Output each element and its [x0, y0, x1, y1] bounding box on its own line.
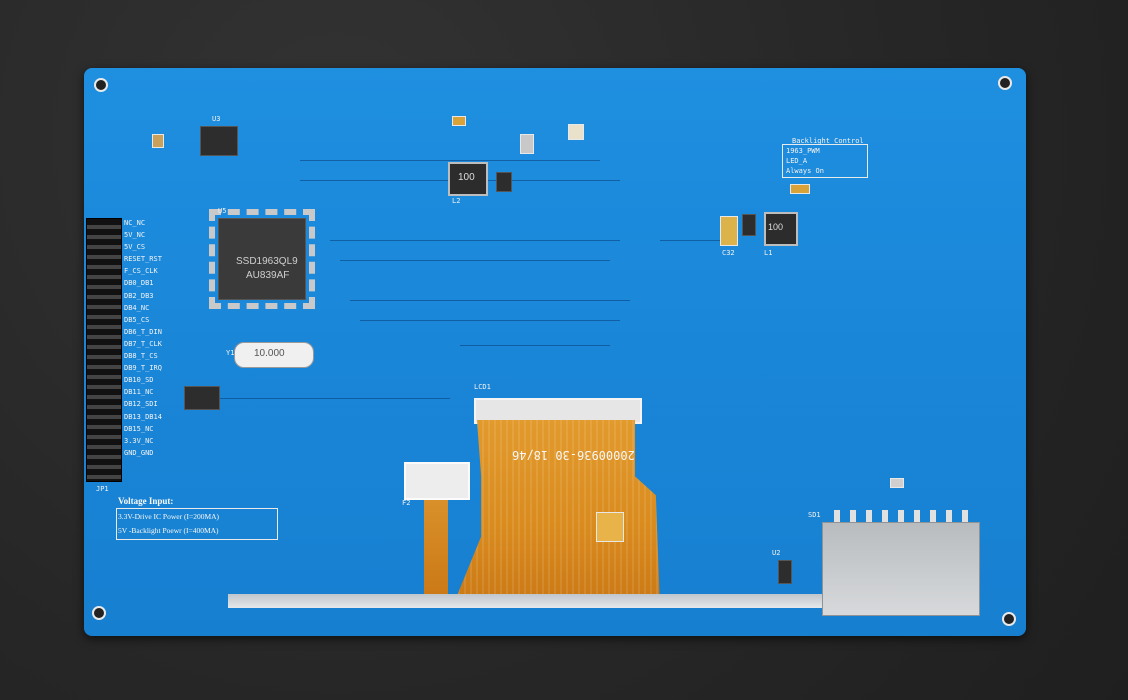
trace	[660, 240, 730, 241]
trimmer	[568, 124, 584, 140]
backlight-option-always-on: Always On	[786, 167, 824, 175]
trace	[360, 320, 620, 321]
voltage-line-5v: 5V -Backlight Poewr (I=400MA)	[118, 526, 219, 535]
inductor-l2-value: 100	[458, 172, 475, 183]
flex-cable-marking: 20000936-30 18/46	[512, 448, 635, 462]
label-l1: L1	[764, 249, 773, 257]
pin-label: DB10_SD	[124, 376, 154, 385]
regulator-u3	[200, 126, 238, 156]
diode-d1	[742, 214, 756, 236]
inductor-l1-value: 100	[768, 222, 784, 232]
label-c32: C32	[722, 249, 735, 257]
capacitor	[790, 184, 810, 194]
buffer-ic	[184, 386, 220, 410]
touch-connector	[404, 462, 470, 500]
pin-label: DB6_T_DIN	[124, 327, 162, 336]
backlight-option-led-a: LED_A	[786, 157, 808, 165]
pin-label: DB2_DB3	[124, 291, 154, 300]
sd-slot-pins	[834, 510, 970, 524]
power-ic	[496, 172, 512, 192]
trace	[220, 398, 450, 399]
label-u3: U3	[212, 115, 221, 123]
backlight-option-pwm: 1963_PWM	[786, 147, 820, 155]
pin-label: DB12_SDI	[124, 400, 158, 409]
pin-label: DB8_T_CS	[124, 352, 158, 361]
pin-label: 3.3V_NC	[124, 436, 154, 445]
voltage-input-title: Voltage Input:	[118, 496, 174, 506]
pin-label: DB7_T_CLK	[124, 339, 162, 348]
backlight-control-box	[782, 144, 868, 178]
label-jp1: JP1	[96, 485, 109, 493]
label-u2: U2	[772, 549, 781, 557]
mounting-hole-bottom-left	[92, 606, 106, 620]
diode	[520, 134, 534, 154]
chip-part-number: SSD1963QL9	[236, 256, 298, 267]
pin-label: DB15_NC	[124, 424, 154, 433]
pin-label-column: NC_NC 5V_NC 5V_CS RESET_RST F_CS_CLK DB0…	[124, 220, 184, 462]
pin-label: DB4_NC	[124, 303, 150, 312]
capacitor	[890, 478, 904, 488]
pin-label: 5V_NC	[124, 231, 146, 240]
pin-label: RESET_RST	[124, 255, 162, 264]
label-f2: F2	[402, 499, 411, 507]
stiffener	[596, 512, 624, 542]
pin-label: 5V_CS	[124, 243, 146, 252]
voltage-line-3v3: 3.3V-Drive IC Power (I=200MA)	[118, 512, 220, 521]
pin-label: DB13_DB14	[124, 412, 162, 421]
sd-level-ic	[778, 560, 792, 584]
pin-label: F_CS_CLK	[124, 267, 158, 276]
pin-label: GND_GND	[124, 448, 154, 457]
voltage-input-box	[116, 508, 278, 540]
tantalum-capacitor	[720, 216, 738, 246]
mounting-hole-bottom-right	[1002, 612, 1016, 626]
pin-label: DB11_NC	[124, 388, 154, 397]
label-lcd1: LCD1	[474, 383, 491, 391]
lcd-edge-strip	[228, 594, 824, 608]
touch-flex-cable	[424, 500, 448, 606]
lcd-connector	[474, 398, 642, 424]
label-sd1: SD1	[808, 511, 821, 519]
lcd-flex-cable	[452, 420, 660, 608]
pin-label: NC_NC	[124, 219, 146, 227]
backlight-control-title: Backlight Control	[792, 137, 864, 145]
pin-label: DB5_CS	[124, 315, 150, 324]
chip-lot-code: AU839AF	[246, 270, 290, 281]
trace	[300, 160, 600, 161]
label-y1: Y1	[226, 349, 235, 357]
sd-card-slot	[822, 522, 980, 616]
inductor-l2	[448, 162, 488, 196]
mounting-hole-top-right	[998, 76, 1012, 90]
crystal-oscillator	[234, 342, 314, 368]
pin-label: DB9_T_IRQ	[124, 364, 162, 373]
label-u5: U5	[218, 207, 227, 215]
mounting-hole-top-left	[94, 78, 108, 92]
label-l2: L2	[452, 197, 461, 205]
inductor-l1	[764, 212, 798, 246]
trace	[460, 345, 610, 346]
pin-label: DB0_DB1	[124, 279, 154, 288]
crystal-frequency: 10.000	[254, 348, 285, 359]
pin-header	[86, 218, 122, 482]
trace	[330, 240, 620, 241]
capacitor	[452, 116, 466, 126]
trace	[340, 260, 610, 261]
trace	[350, 300, 630, 301]
capacitor	[152, 134, 164, 148]
